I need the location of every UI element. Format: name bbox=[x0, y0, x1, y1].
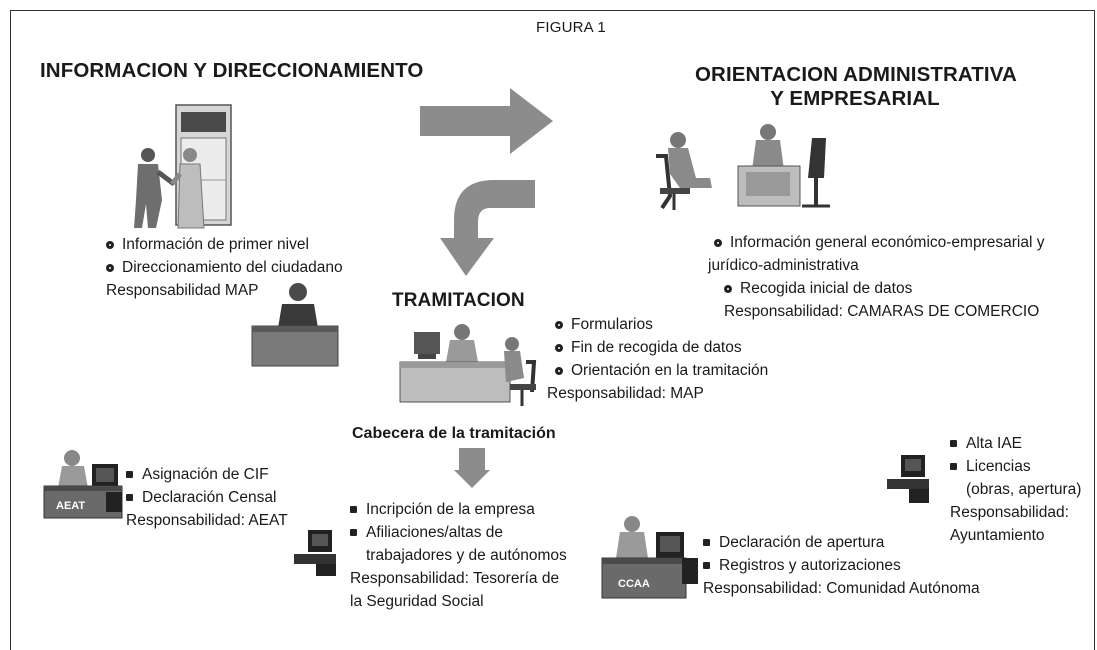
ccaa-label: CCAA bbox=[618, 578, 650, 590]
seg-bullet-2-cont: trabajadores y de autónomos bbox=[366, 547, 567, 564]
ccaa-bullet-1: Declaración de apertura bbox=[703, 531, 980, 554]
info-bullet-1: Información de primer nivel bbox=[106, 233, 343, 256]
ayto-bullet-1: Alta IAE bbox=[950, 432, 1081, 455]
bullet-icon bbox=[555, 343, 563, 352]
aeat-desk-illustration bbox=[43, 450, 123, 519]
curved-arrow bbox=[440, 180, 535, 276]
orient-bullet-1: Información general económico-empresaria… bbox=[714, 231, 1044, 254]
aeat-bullets: Asignación de CIF Declaración Censal Res… bbox=[126, 463, 288, 532]
bullet-icon bbox=[950, 440, 957, 447]
bullet-icon bbox=[555, 320, 563, 329]
bullet-icon bbox=[555, 366, 563, 375]
bullet-icon bbox=[703, 562, 710, 569]
aeat-label: AEAT bbox=[56, 500, 86, 512]
tram-heading: TRAMITACION bbox=[392, 290, 525, 311]
ayto-resp-2: Ayuntamiento bbox=[950, 527, 1045, 544]
aeat-bullet-2: Declaración Censal bbox=[126, 486, 288, 509]
seg-resp-1: Responsabilidad: Tesorería de bbox=[350, 570, 560, 587]
clerk-computer-illustration bbox=[399, 324, 537, 406]
orient-heading: ORIENTACION ADMINISTRATIVA Y EMPRESARIAL bbox=[695, 63, 1017, 110]
ccaa-desk-illustration bbox=[601, 516, 698, 599]
tram-resp: Responsabilidad: MAP bbox=[547, 385, 704, 402]
orient-bullets: Información general económico-empresaria… bbox=[708, 231, 1044, 323]
info-bullets: Información de primer nivel Direccionami… bbox=[106, 233, 343, 302]
bullet-icon bbox=[714, 238, 722, 247]
bullet-icon bbox=[126, 494, 133, 501]
ccaa-bullet-2: Registros y autorizaciones bbox=[703, 554, 980, 577]
ayto-bullet-2: Licencias bbox=[950, 455, 1081, 478]
bullet-icon bbox=[126, 471, 133, 478]
bullet-icon bbox=[106, 263, 114, 272]
seg-bullets: Incripción de la empresa Afiliaciones/al… bbox=[350, 498, 567, 613]
ccaa-bullets: Declaración de apertura Registros y auto… bbox=[703, 531, 980, 600]
info-bullet-2: Direccionamiento del ciudadano bbox=[106, 256, 343, 279]
ayto-bullet-2-cont: (obras, apertura) bbox=[966, 481, 1082, 498]
seg-bullet-1: Incripción de la empresa bbox=[350, 498, 567, 521]
tram-bullet-3: Orientación en la tramitación bbox=[555, 359, 768, 382]
seg-resp-2: la Seguridad Social bbox=[350, 593, 484, 610]
desk-clerk-illustration bbox=[251, 283, 339, 367]
figure-label: FIGURA 1 bbox=[536, 19, 606, 36]
info-heading: INFORMACION Y DIRECCIONAMIENTO bbox=[40, 59, 424, 82]
orient-bullet-2: Recogida inicial de datos bbox=[724, 277, 1044, 300]
handshake-illustration bbox=[134, 104, 232, 229]
office-meeting-illustration bbox=[656, 124, 830, 210]
tram-bullet-2: Fin de recogida de datos bbox=[555, 336, 768, 359]
bullet-icon bbox=[350, 506, 357, 513]
orient-bullet-1-cont: jurídico-administrativa bbox=[708, 257, 859, 274]
figure-frame bbox=[10, 10, 1095, 650]
seg-bullet-2: Afiliaciones/altas de bbox=[350, 521, 567, 544]
computer-terminal-icon bbox=[294, 530, 336, 576]
cabecera-label: Cabecera de la tramitación bbox=[352, 425, 556, 442]
bullet-icon bbox=[703, 539, 710, 546]
bullet-icon bbox=[724, 284, 732, 293]
aeat-bullet-1: Asignación de CIF bbox=[126, 463, 288, 486]
computer-terminal-icon bbox=[887, 455, 929, 503]
orient-resp: Responsabilidad: CAMARAS DE COMERCIO bbox=[724, 303, 1040, 320]
bullet-icon bbox=[350, 529, 357, 536]
bullet-icon bbox=[106, 240, 114, 249]
aeat-resp: Responsabilidad: AEAT bbox=[126, 512, 288, 529]
ccaa-resp: Responsabilidad: Comunidad Autónoma bbox=[703, 580, 980, 597]
tram-bullets: Formularios Fin de recogida de datos Ori… bbox=[547, 313, 768, 405]
right-arrow bbox=[420, 88, 553, 154]
tram-bullet-1: Formularios bbox=[555, 313, 768, 336]
bullet-icon bbox=[950, 463, 957, 470]
down-arrow bbox=[454, 448, 490, 488]
ayto-resp-1: Responsabilidad: bbox=[950, 504, 1069, 521]
ayto-bullets: Alta IAE Licencias (obras, apertura) Res… bbox=[950, 432, 1081, 547]
info-resp: Responsabilidad MAP bbox=[106, 282, 259, 299]
